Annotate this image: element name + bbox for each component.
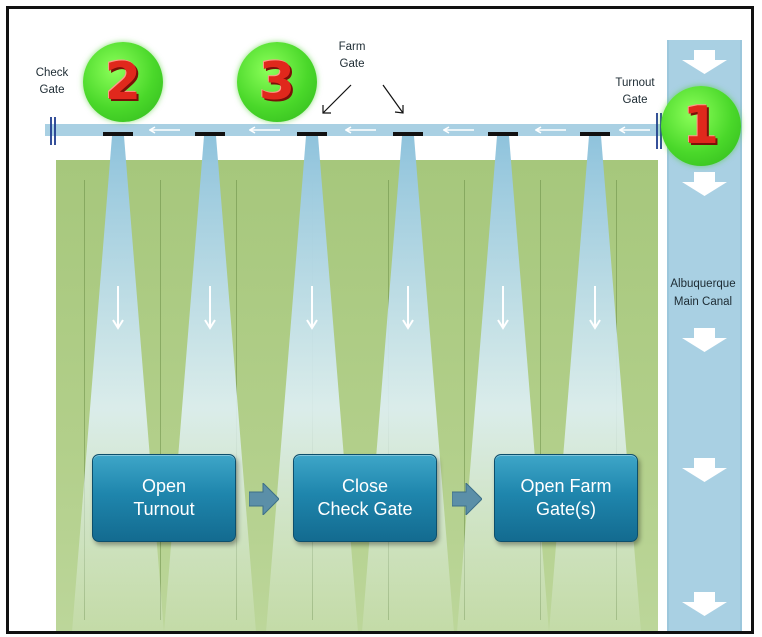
flow-left-arrow-icon <box>249 126 280 134</box>
water-spray <box>362 136 454 631</box>
furrow-line <box>84 180 85 620</box>
farm-gate[interactable] <box>488 132 518 136</box>
open-farm-gates-button[interactable]: Open Farm Gate(s) <box>494 454 638 542</box>
farm-gate[interactable] <box>393 132 423 136</box>
close-check-gate-button[interactable]: Close Check Gate <box>293 454 437 542</box>
step-badge-2: 2 <box>83 42 163 122</box>
water-spray <box>72 136 164 631</box>
step-badge-3: 3 <box>237 42 317 122</box>
step-next-arrow-icon <box>249 483 279 515</box>
step-next-arrow-icon <box>452 483 482 515</box>
furrow-line <box>540 180 541 620</box>
water-spray <box>457 136 549 631</box>
flow-down-arrow-icon <box>682 328 727 352</box>
flow-left-arrow-icon <box>443 126 474 134</box>
step-badge-1: 1 <box>661 86 741 166</box>
flow-down-arrow-icon <box>682 592 727 616</box>
flow-down-arrow-icon <box>682 172 727 196</box>
farm-gate[interactable] <box>195 132 225 136</box>
diagram-frame: Albuquerque Main Canal Check Gate Farm G… <box>6 6 754 634</box>
check-gate-icon[interactable] <box>49 117 57 145</box>
canal-label: Albuquerque Main Canal <box>670 278 736 308</box>
water-spray <box>164 136 256 631</box>
flow-down-arrow-icon <box>682 458 727 482</box>
farm-gate[interactable] <box>580 132 610 136</box>
farm-gate[interactable] <box>103 132 133 136</box>
farm-gate-label: Farm Gate <box>338 41 366 70</box>
open-turnout-button[interactable]: Open Turnout <box>92 454 236 542</box>
furrow-line <box>160 180 161 620</box>
flow-left-arrow-icon <box>149 126 180 134</box>
flow-left-arrow-icon <box>535 126 566 134</box>
check-gate-label: Check Gate <box>35 67 69 96</box>
water-spray <box>266 136 358 631</box>
flow-left-arrow-icon <box>619 126 650 134</box>
farm-gate[interactable] <box>297 132 327 136</box>
furrow-line <box>464 180 465 620</box>
flow-down-arrow-icon <box>682 50 727 74</box>
water-spray <box>549 136 641 631</box>
farm-gate-pointer-arrows <box>322 84 404 114</box>
turnout-gate-label: Turnout Gate <box>615 77 655 106</box>
flow-left-arrow-icon <box>345 126 376 134</box>
